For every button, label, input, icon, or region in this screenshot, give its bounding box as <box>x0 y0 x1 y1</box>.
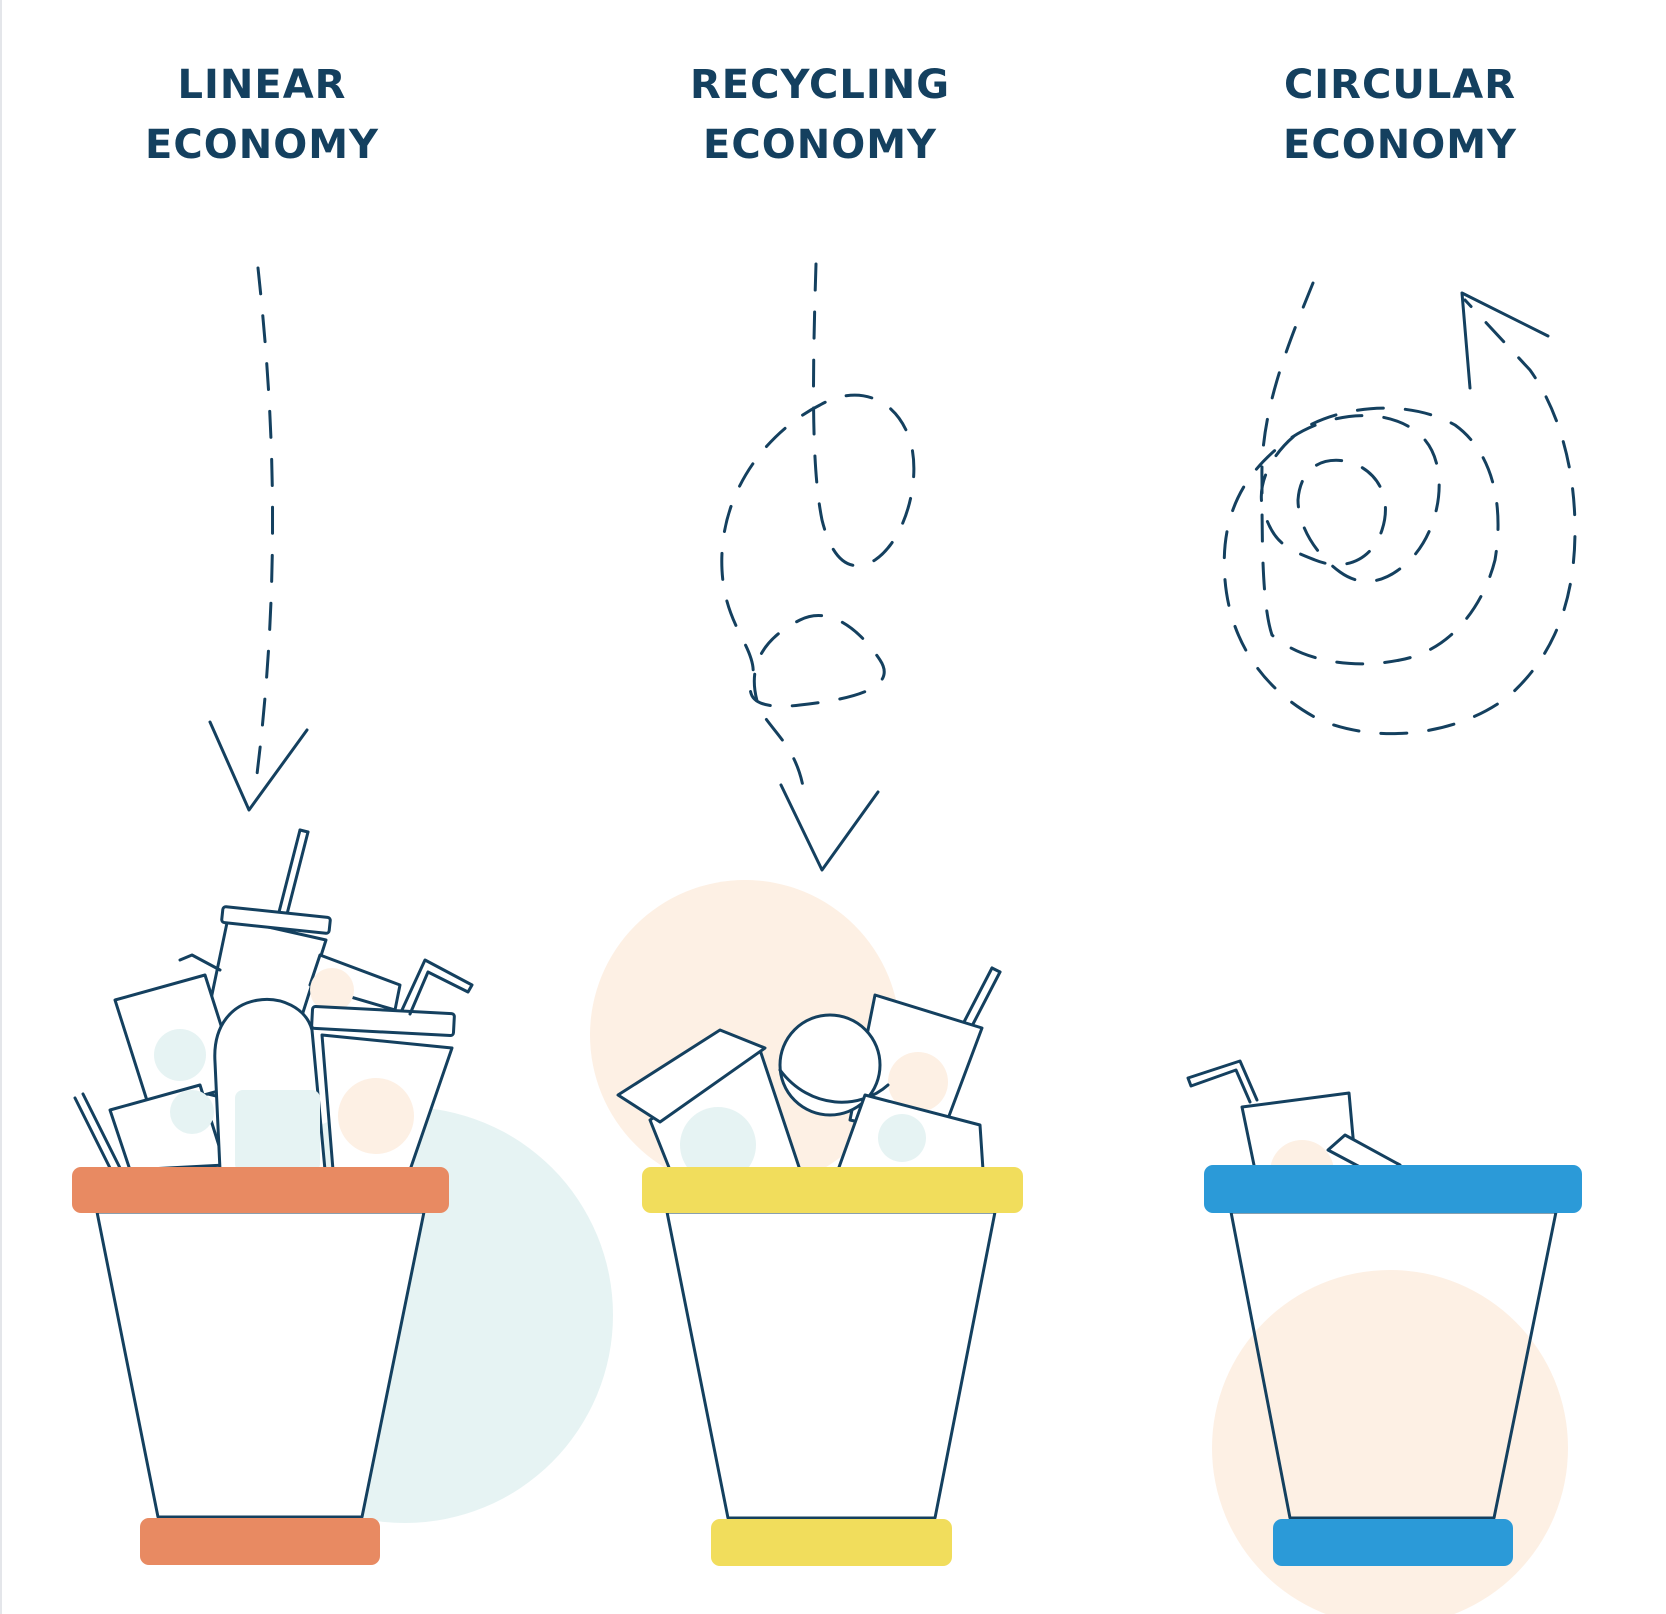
circular-dashed-spiral-arrow <box>1222 281 1577 736</box>
recycling-dashed-loop-arrow <box>720 262 916 802</box>
linear-arrowhead-icon <box>208 720 309 812</box>
linear-heading-line2: ECONOMY <box>145 122 379 168</box>
linear-bin-lid <box>72 1167 449 1213</box>
linear-heading-line1: LINEAR <box>177 62 347 108</box>
circular-heading-line1: CIRCULAR <box>1283 62 1517 108</box>
page-edge-rule <box>0 0 2 1614</box>
recycling-trash-pile <box>616 966 1002 1183</box>
recycling-economy-heading: RECYCLING ECONOMY <box>630 55 1010 175</box>
linear-economy-heading: LINEAR ECONOMY <box>72 55 452 175</box>
recycling-heading-line2: ECONOMY <box>703 122 937 168</box>
recycling-bin-base <box>711 1519 952 1566</box>
linear-dashed-arrow <box>253 266 275 792</box>
circular-heading-line2: ECONOMY <box>1283 122 1517 168</box>
recycling-arrowhead-icon <box>779 783 880 872</box>
circular-economy-heading: CIRCULAR ECONOMY <box>1210 55 1590 175</box>
recycling-bin-lid <box>642 1167 1023 1213</box>
circular-bin-base <box>1273 1519 1513 1566</box>
recycling-heading-line1: RECYCLING <box>689 62 951 108</box>
linear-trash-pile <box>73 828 474 1174</box>
circular-bin-lid <box>1204 1165 1582 1213</box>
linear-bin-base <box>140 1518 380 1565</box>
circular-arrowhead-icon <box>1460 291 1550 390</box>
recycling-bin-body <box>665 1210 997 1520</box>
